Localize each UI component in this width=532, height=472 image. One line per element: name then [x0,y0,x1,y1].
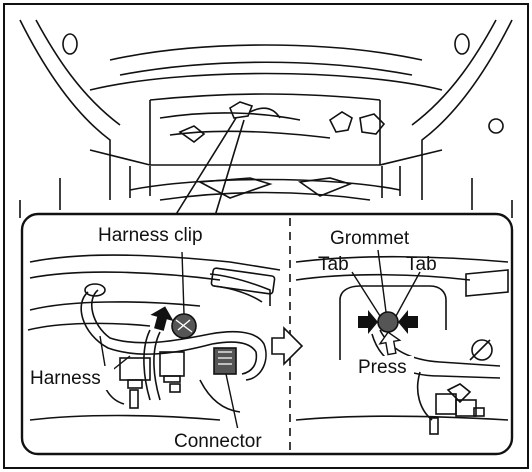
right-panel-drawing [295,255,509,435]
connector-part [213,347,237,375]
detail-box [20,212,514,456]
harness-label-bg [28,366,114,390]
grommet-part [377,311,399,333]
connector-label: Connector [174,431,262,452]
pinch-arrow-icon [358,310,418,334]
press-label-bg [356,356,414,378]
removal-direction-arrow-icon [150,306,174,331]
proceed-arrow-icon [271,326,304,366]
grommet-label: Grommet [330,228,410,249]
press-arrow-icon [378,331,402,356]
harness-clip-label-bg [96,223,252,247]
connector-label-bg [170,428,276,452]
tab-right-label: Tab [406,254,437,275]
callout-leader [174,117,245,217]
grommet-label-bg [326,226,420,250]
harness-label: Harness [30,368,101,389]
harness-clip [171,313,197,339]
left-panel-drawing [27,254,281,421]
liftgate-overview [19,19,513,218]
right-leaders [351,249,421,317]
tab-left-label: Tab [318,254,349,275]
press-label: Press [358,357,407,378]
harness-clip-label: Harness clip [98,225,203,246]
